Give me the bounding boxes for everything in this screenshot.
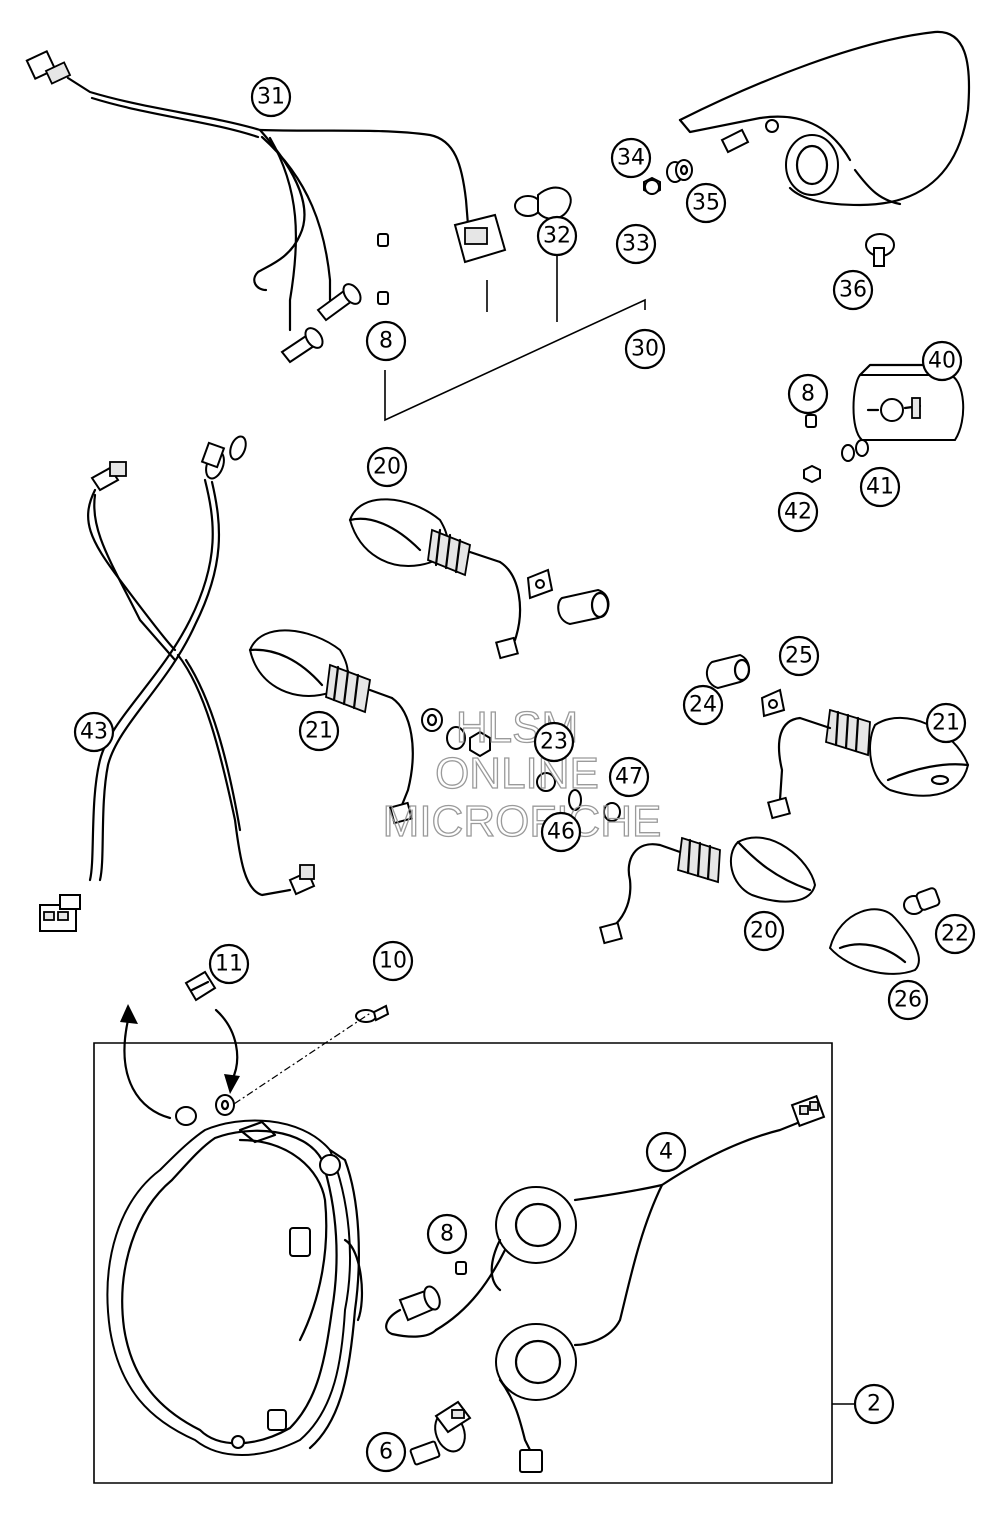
svg-text:26: 26 <box>894 988 922 1013</box>
svg-text:36: 36 <box>839 278 867 303</box>
callout-24: 24 <box>682 684 724 726</box>
watermark: HLSM ONLINE MICROFICHE <box>382 702 662 846</box>
indicator-20-top <box>348 498 610 660</box>
watermark-line-2: ONLINE <box>435 749 599 798</box>
callout-23: 23 <box>533 721 575 763</box>
svg-text:42: 42 <box>784 500 812 525</box>
callouts: 31 34 35 32 33 36 8 30 40 8 41 42 20 43 … <box>73 76 976 1473</box>
svg-text:47: 47 <box>615 765 643 790</box>
callout-2: 2 <box>853 1383 895 1425</box>
svg-text:31: 31 <box>257 85 285 110</box>
callout-32: 32 <box>536 215 578 257</box>
callout-36: 36 <box>832 269 874 311</box>
callout-35: 35 <box>685 182 727 224</box>
svg-text:25: 25 <box>785 644 813 669</box>
svg-text:23: 23 <box>540 730 568 755</box>
wiring-harness-43 <box>39 435 316 932</box>
callout-34: 34 <box>610 137 652 179</box>
callout-47: 47 <box>608 756 650 798</box>
indicator-21-left <box>248 629 414 825</box>
svg-text:34: 34 <box>617 146 645 171</box>
callout-42: 42 <box>777 491 819 533</box>
callout-20-top: 20 <box>366 446 408 488</box>
watermark-line-3: MICROFICHE <box>383 797 662 846</box>
svg-text:41: 41 <box>866 475 894 500</box>
wiring-harness-31 <box>25 49 507 364</box>
callout-26: 26 <box>887 979 929 1021</box>
headlight-assembly-2 <box>93 970 855 1484</box>
svg-text:21: 21 <box>305 719 333 744</box>
callout-33: 33 <box>615 223 657 265</box>
callout-8-license: 8 <box>787 373 829 415</box>
callout-8-headlight: 8 <box>426 1213 468 1255</box>
license-light-40 <box>803 363 965 484</box>
svg-text:11: 11 <box>215 952 243 977</box>
svg-text:21: 21 <box>932 711 960 736</box>
svg-text:30: 30 <box>631 337 659 362</box>
svg-text:32: 32 <box>543 224 571 249</box>
svg-text:46: 46 <box>547 820 575 845</box>
callout-41: 41 <box>859 466 901 508</box>
svg-text:35: 35 <box>692 191 720 216</box>
callout-40: 40 <box>921 340 963 382</box>
callout-10: 10 <box>372 940 414 982</box>
callout-30: 30 <box>624 328 666 370</box>
indicator-20-bottom <box>599 836 941 975</box>
callout-4: 4 <box>645 1131 687 1173</box>
svg-text:20: 20 <box>373 455 401 480</box>
svg-text:24: 24 <box>689 693 717 718</box>
svg-text:43: 43 <box>80 720 108 745</box>
svg-text:40: 40 <box>928 349 956 374</box>
svg-text:8: 8 <box>801 382 815 407</box>
svg-text:20: 20 <box>750 919 778 944</box>
callout-11: 11 <box>208 943 250 985</box>
svg-text:10: 10 <box>379 949 407 974</box>
indicator-hardware <box>421 708 621 822</box>
svg-text:22: 22 <box>941 922 969 947</box>
callout-25: 25 <box>778 635 820 677</box>
svg-text:8: 8 <box>379 329 393 354</box>
callout-8-top: 8 <box>365 320 407 362</box>
svg-text:6: 6 <box>379 1440 393 1465</box>
callout-21-left: 21 <box>298 710 340 752</box>
callout-22: 22 <box>934 913 976 955</box>
callout-31: 31 <box>250 76 292 118</box>
callout-20-bottom: 20 <box>743 910 785 952</box>
svg-text:4: 4 <box>659 1140 673 1165</box>
callout-43: 43 <box>73 711 115 753</box>
callout-46: 46 <box>540 811 582 853</box>
svg-text:2: 2 <box>867 1392 881 1417</box>
callout-6: 6 <box>365 1431 407 1473</box>
callout-21-right: 21 <box>925 702 967 744</box>
svg-text:33: 33 <box>622 232 650 257</box>
tail-light-30 <box>384 30 971 422</box>
svg-text:8: 8 <box>440 1222 454 1247</box>
indicator-21-right <box>705 653 970 820</box>
